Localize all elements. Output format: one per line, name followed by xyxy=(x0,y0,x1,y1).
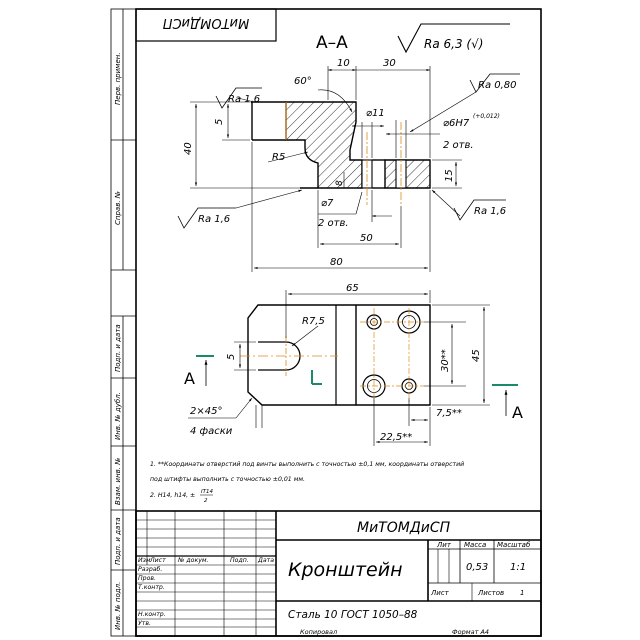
part-name: Кронштейн xyxy=(288,559,403,581)
general-roughness-symbol: Ra 6,3 (√) xyxy=(397,23,510,54)
radius-r5: R5 xyxy=(272,152,285,163)
col-date: Дата xyxy=(257,557,274,564)
label-scale: Масштаб xyxy=(497,541,531,549)
note-fraction-num: IT14 xyxy=(201,489,213,495)
technical-notes: 1. **Координаты отверстий под винты выпо… xyxy=(150,461,464,504)
copied-by: Копировал xyxy=(300,628,337,636)
scale-value: 1:1 xyxy=(510,562,526,573)
dim-30: 30 xyxy=(383,58,396,69)
ra-16-right: Ra 1,6 xyxy=(474,206,506,217)
sheets-count: 1 xyxy=(520,589,524,597)
dim-45: 45 xyxy=(471,349,482,362)
left-margin-column: Перв. примен. Справ. № Подп. и дата Инв.… xyxy=(111,9,136,636)
margin-label-dup-inv: Инв. № дубл. xyxy=(114,392,122,440)
dim-40: 40 xyxy=(183,142,194,155)
paper-format: Формат А4 xyxy=(452,628,489,636)
col-doc: № докум. xyxy=(177,557,209,564)
ra-080: Ra 0,80 xyxy=(478,80,517,91)
angle-60: 60° xyxy=(294,76,312,87)
role-tech-control: Т.контр. xyxy=(138,584,165,591)
dim-d6h7-tol: (+0,012) xyxy=(473,113,500,120)
sheet-label: Лист xyxy=(430,589,450,597)
radius-r75: R7,5 xyxy=(302,316,325,327)
dim-75-tol: 7,5** xyxy=(436,408,462,419)
holes-2-right: 2 отв. xyxy=(443,140,474,151)
org-code: МиТОМДиСП xyxy=(357,520,451,536)
margin-label-sign-date-1: Подп. и дата xyxy=(114,324,122,372)
section-arrow-a-left: А xyxy=(184,369,195,388)
plan-view: R7,5 5 А А 65 xyxy=(184,283,523,446)
col-list: Лист xyxy=(149,557,166,564)
mass-value: 0,53 xyxy=(466,562,488,573)
section-arrow-a-right: А xyxy=(512,403,523,422)
margin-label-orig-inv: Инв. № подл. xyxy=(114,582,122,630)
dim-225-tol: 22,5** xyxy=(380,432,412,443)
dim-d7: ⌀7 xyxy=(321,198,334,209)
title-block: Изм Лист № докум. Подп. Дата Разраб. Про… xyxy=(135,510,542,637)
ra-16-left: Ra 1,6 xyxy=(198,214,230,225)
dim-5-top: 5 xyxy=(214,119,225,125)
dim-d11: ⌀11 xyxy=(366,108,385,119)
section-hatch xyxy=(285,101,363,189)
label-mass: Масса xyxy=(464,541,486,549)
dim-65: 65 xyxy=(346,283,359,294)
margin-label-sign-date-2: Подп. и дата xyxy=(114,517,122,565)
dim-8: 8 xyxy=(335,180,345,186)
note-line-2: под штифты выполнить с точностью ±0,01 м… xyxy=(150,476,305,483)
holes-2-left: 2 отв. xyxy=(318,218,349,229)
role-norm-control: Н.контр. xyxy=(138,611,166,618)
section-view: 10 30 60° Ra 0,80 Ra 1,6 5 40 R5 ⌀11 xyxy=(177,58,520,272)
top-stamp-text: МиТОМДиСП xyxy=(163,15,250,30)
section-hatch-base xyxy=(384,159,431,189)
top-stamp-box xyxy=(135,8,277,42)
chamfer-2x45: 2×45° xyxy=(190,406,222,417)
section-title: А–А xyxy=(316,33,348,53)
general-roughness-text: Ra 6,3 (√) xyxy=(424,37,483,51)
role-approved: Утв. xyxy=(138,620,151,627)
note-line-3: 2. Н14, h14, ± xyxy=(150,492,195,499)
dim-15: 15 xyxy=(444,169,455,182)
col-izm: Изм xyxy=(138,557,151,564)
dim-5-mid: 5 xyxy=(226,354,237,360)
label-lit: Лит xyxy=(436,541,452,549)
col-sign: Подп. xyxy=(230,557,249,564)
note-fraction-den: 2 xyxy=(204,498,208,504)
chamfers-4: 4 фаски xyxy=(190,426,233,437)
role-checked: Пров. xyxy=(138,575,156,582)
margin-label-first-use: Перв. примен. xyxy=(114,52,122,105)
margin-label-replace-inv: Взам. инв. № xyxy=(114,457,122,505)
dim-80: 80 xyxy=(330,257,343,268)
dim-10: 10 xyxy=(337,58,350,69)
dim-30-tol: 30** xyxy=(440,349,451,372)
dim-50: 50 xyxy=(360,233,373,244)
margin-label-reference: Справ. № xyxy=(114,191,122,225)
sheets-label: Листов xyxy=(477,589,504,597)
dim-d6h7: ⌀6H7 xyxy=(443,118,470,129)
role-developed: Разраб. xyxy=(138,565,162,573)
note-line-1: 1. **Координаты отверстий под винты выпо… xyxy=(150,461,464,468)
material: Сталь 10 ГОСТ 1050–88 xyxy=(288,609,418,621)
